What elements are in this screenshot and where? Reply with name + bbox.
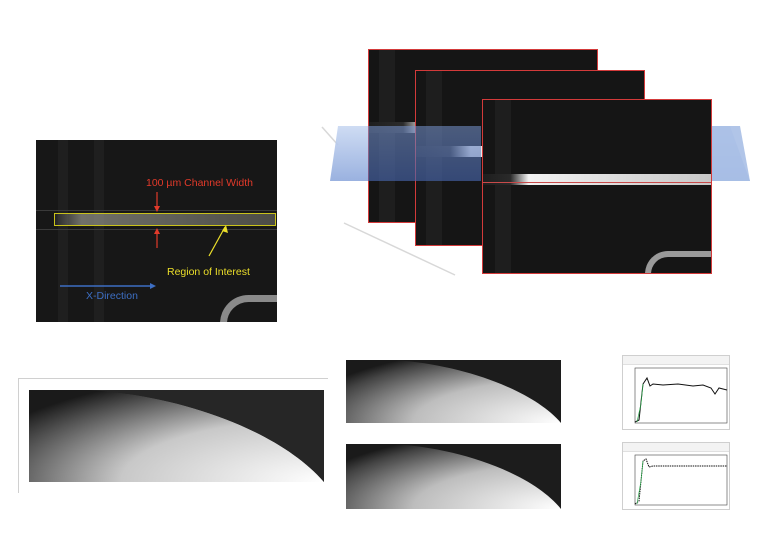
slice-plane-edge (712, 126, 750, 181)
window-title-bar (623, 443, 729, 452)
region-of-interest-label: Region of Interest (167, 266, 250, 278)
window-title-bar (623, 356, 729, 365)
region-of-interest-box (54, 213, 276, 226)
slice-line (483, 182, 711, 183)
plot-area (634, 454, 728, 506)
plot-window-top (622, 355, 730, 430)
intensity-map-top (346, 360, 561, 423)
large-intensity-map (29, 390, 324, 482)
intensity-map-bottom (346, 444, 561, 509)
x-direction-label: X-Direction (86, 290, 138, 302)
channel-stripe (483, 174, 711, 185)
axis-top (18, 378, 328, 379)
channel-bend (220, 295, 277, 322)
image-frame-front (482, 99, 712, 274)
slice-plane-overlay (368, 126, 481, 181)
axis-left (18, 378, 19, 493)
background-band (495, 100, 511, 273)
channel-width-label: 100 µm Channel Width (146, 177, 254, 189)
plot-window-bottom (622, 442, 730, 510)
channel-bend (645, 251, 711, 273)
microscope-channel-image: 100 µm Channel Width Region of Interest … (36, 140, 277, 322)
large-intensity-map-window (18, 378, 328, 493)
plot-area (634, 367, 728, 424)
annotation-arrows (60, 192, 228, 289)
